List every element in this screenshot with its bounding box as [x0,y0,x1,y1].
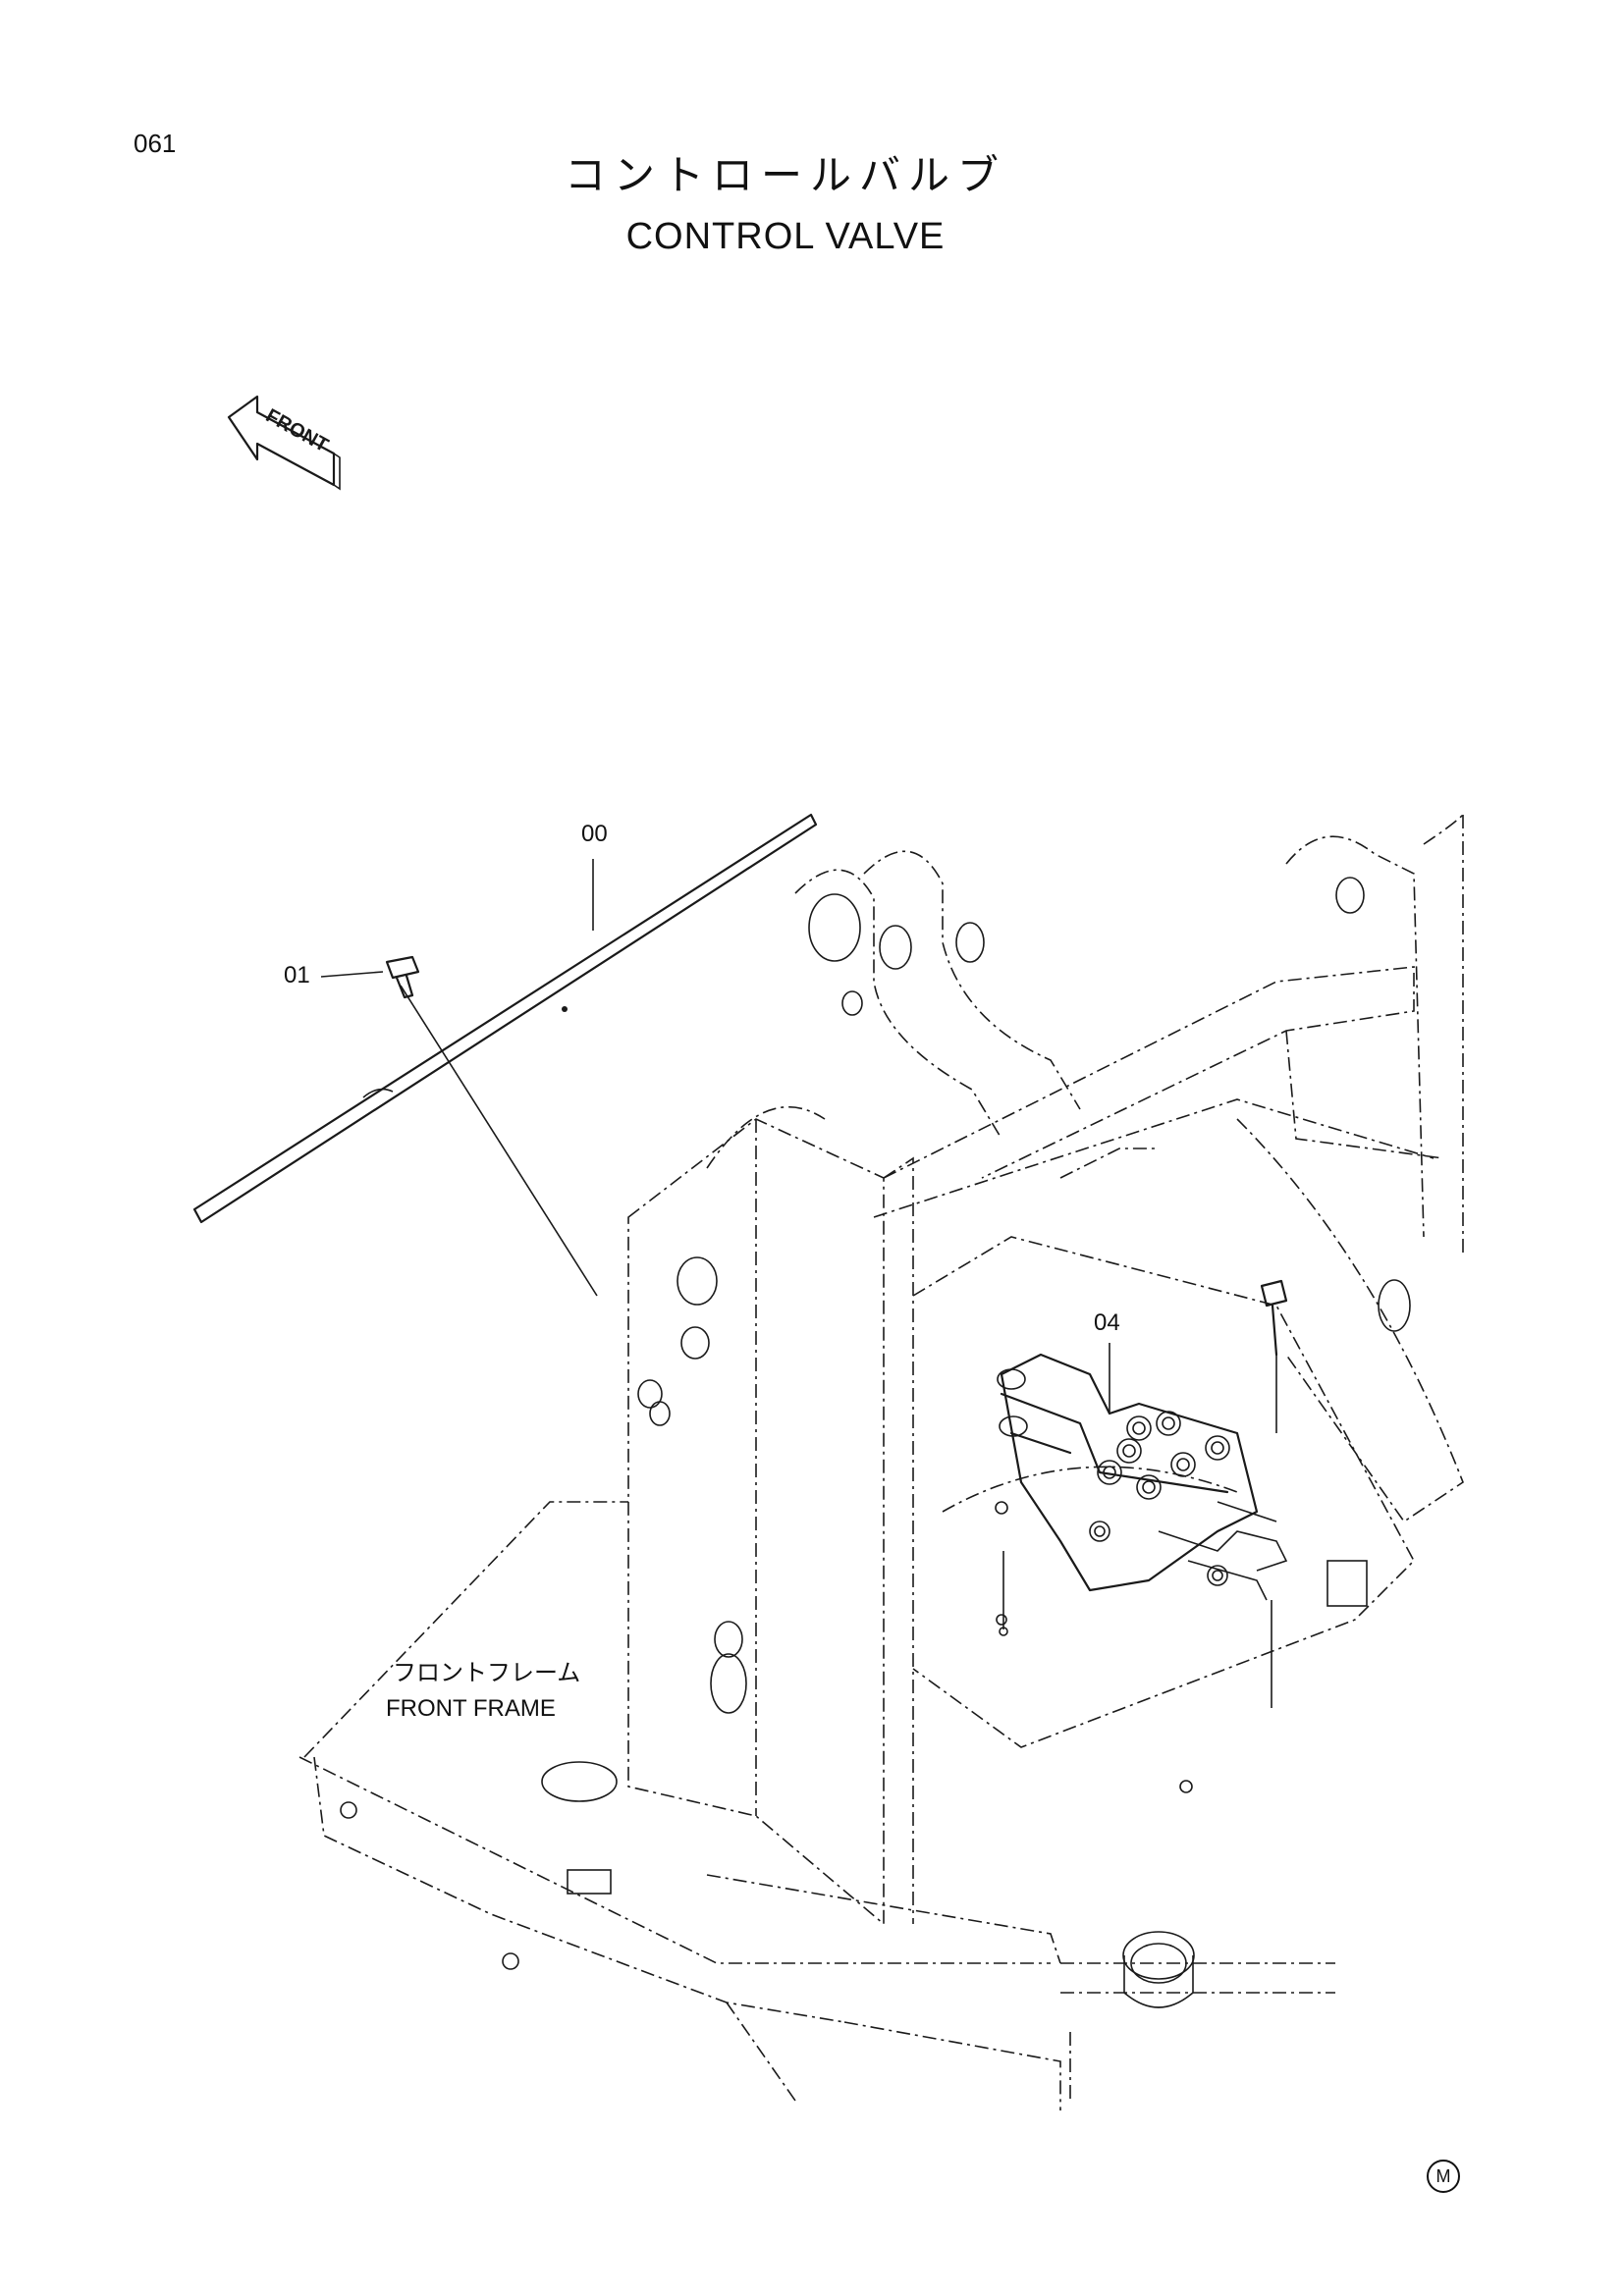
valve-bolt [1260,1279,1288,1708]
bolt-01 [385,955,598,1297]
title-english: CONTROL VALVE [625,216,946,257]
page-number: 061 [134,129,177,158]
title-japanese: コントロールバルブ [564,151,1006,199]
front-frame [298,814,1464,2110]
cover-plate [192,813,818,1224]
callout-01: 01 [284,962,310,988]
front-frame-label-japanese: フロントフレーム [393,1659,581,1686]
control-valve-04 [997,1353,1288,1601]
callout-00: 00 [581,821,608,847]
callout-04: 04 [1094,1309,1120,1336]
front-arrow-icon: FRONT [227,395,341,491]
front-arrow-label: FRONT [262,405,332,457]
front-frame-label-english: FRONT FRAME [386,1695,556,1722]
frame-holes [340,877,1411,2008]
corner-mark: M [1427,2160,1460,2193]
